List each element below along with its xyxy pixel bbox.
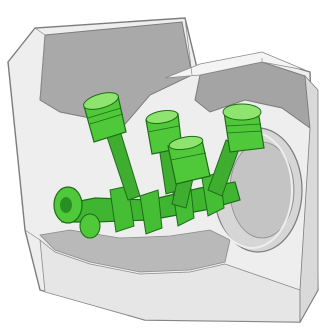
crankshaft-snout [80, 214, 100, 238]
piston-right-2 [223, 104, 264, 152]
crankshaft-front-pulley-hub [60, 197, 72, 213]
